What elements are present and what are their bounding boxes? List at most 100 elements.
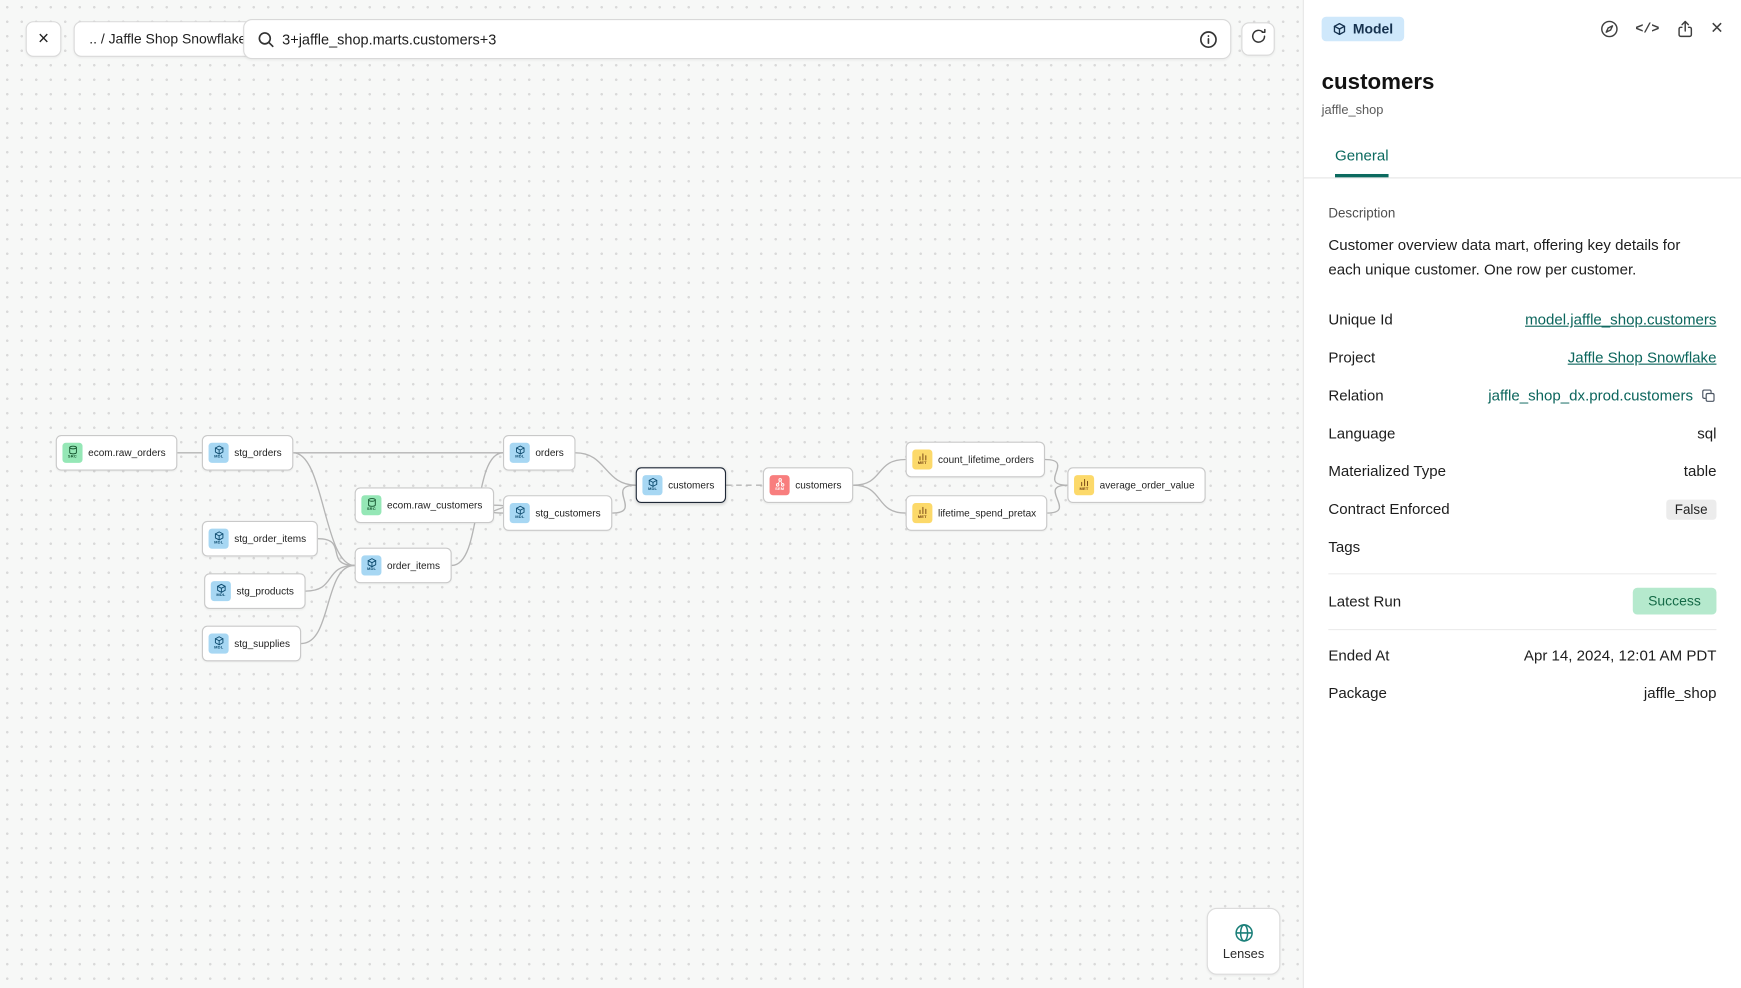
detail-row-language: Language sql: [1328, 422, 1716, 445]
source-type-icon: SRC: [361, 495, 382, 516]
refresh-icon: [1249, 27, 1268, 52]
node-label: stg_orders: [234, 447, 282, 459]
model-type-icon: MDL: [210, 581, 231, 602]
search-icon: [257, 30, 276, 55]
breadcrumb-label: .. / Jaffle Shop Snowflake: [89, 31, 247, 47]
detail-label-package: Package: [1328, 685, 1387, 702]
description-text: Customer overview data mart, offering ke…: [1328, 236, 1681, 278]
node-label: stg_supplies: [234, 637, 291, 650]
node-label: stg_order_items: [234, 533, 307, 545]
model-detail-panel: Model </> × customers jaffle_shop Genera…: [1302, 0, 1741, 988]
detail-row-tags: Tags: [1328, 536, 1716, 559]
graph-node-stg-order-items[interactable]: MDL stg_order_items: [201, 520, 318, 557]
info-icon[interactable]: [1199, 30, 1218, 55]
model-type-icon: MDL: [208, 528, 229, 549]
detail-value-language: sql: [1697, 425, 1717, 442]
model-type-icon: MDL: [361, 555, 382, 576]
tab-general[interactable]: General: [1335, 147, 1389, 178]
detail-value-contract-enforced: False: [1665, 499, 1717, 520]
detail-label-latest-run: Latest Run: [1328, 592, 1402, 610]
explore-lineage-icon[interactable]: [1600, 19, 1620, 39]
model-type-icon: MDL: [642, 475, 663, 496]
node-label: stg_customers: [535, 507, 601, 519]
detail-label-materialized-type: Materialized Type: [1328, 463, 1447, 480]
model-cube-icon: [1333, 22, 1346, 36]
breadcrumb[interactable]: .. / Jaffle Shop Snowflake: [73, 21, 262, 57]
node-label: ecom.raw_customers: [387, 499, 483, 511]
graph-node-lifetime-spend-pretax[interactable]: MET lifetime_spend_pretax: [905, 495, 1048, 531]
graph-node-stg-products[interactable]: MDL stg_products: [204, 573, 306, 609]
detail-value-project[interactable]: Jaffle Shop Snowflake: [1567, 349, 1717, 367]
lenses-button[interactable]: Lenses: [1206, 907, 1281, 975]
node-label: orders: [535, 447, 564, 459]
graph-node-customers-semantic[interactable]: SEM customers: [762, 467, 853, 504]
relation-text: jaffle_shop_dx.prod.customers: [1488, 387, 1694, 404]
detail-label-relation: Relation: [1328, 387, 1384, 404]
panel-tabs: General: [1303, 146, 1741, 179]
graph-node-stg-customers[interactable]: MDL stg_customers: [503, 495, 612, 531]
model-type-icon: MDL: [509, 442, 530, 463]
description-heading: Description: [1328, 205, 1396, 221]
resource-type-label: Model: [1352, 21, 1394, 37]
detail-value-package: jaffle_shop: [1643, 685, 1717, 702]
node-label: stg_products: [236, 585, 294, 597]
model-type-icon: MDL: [509, 503, 530, 524]
detail-row-contract-enforced: Contract Enforced False: [1328, 498, 1717, 521]
detail-row-ended-at: Ended At Apr 14, 2024, 12:01 AM PDT: [1328, 629, 1717, 667]
copy-icon[interactable]: [1701, 388, 1717, 404]
graph-node-customers-model[interactable]: MDL customers: [635, 467, 726, 504]
node-label: ecom.raw_orders: [88, 447, 166, 459]
detail-label-language: Language: [1328, 425, 1396, 442]
detail-row-unique-id: Unique Id model.jaffle_shop.customers: [1328, 308, 1716, 331]
globe-icon: [1234, 923, 1253, 942]
page-title: customers: [1321, 70, 1435, 95]
graph-node-orders[interactable]: MDL orders: [503, 434, 575, 471]
graph-node-order-items[interactable]: MDL order_items: [354, 547, 452, 584]
graph-node-ecom-raw-orders[interactable]: SRC ecom.raw_orders: [55, 434, 177, 471]
detail-row-project: Project Jaffle Shop Snowflake: [1328, 346, 1716, 369]
model-type-icon: MDL: [208, 442, 229, 463]
close-lineage-button[interactable]: ×: [25, 21, 62, 57]
source-type-icon: SRC: [62, 442, 83, 463]
lineage-search: [243, 18, 1232, 60]
package-subtitle: jaffle_shop: [1321, 103, 1384, 118]
detail-label-project: Project: [1328, 349, 1376, 367]
detail-value-unique-id[interactable]: model.jaffle_shop.customers: [1525, 311, 1717, 329]
share-icon[interactable]: [1675, 19, 1695, 39]
close-icon: ×: [37, 27, 50, 50]
close-panel-button[interactable]: ×: [1710, 16, 1724, 41]
search-input[interactable]: [244, 30, 1231, 48]
detail-label-contract-enforced: Contract Enforced: [1328, 500, 1450, 518]
metric-type-icon: MET: [1074, 475, 1095, 496]
detail-label-ended-at: Ended At: [1328, 647, 1390, 664]
detail-row-materialized-type: Materialized Type table: [1328, 460, 1716, 483]
metric-type-icon: MET: [912, 449, 933, 470]
graph-node-stg-supplies[interactable]: MDL stg_supplies: [201, 625, 302, 662]
detail-row-relation: Relation jaffle_shop_dx.prod.customers: [1328, 384, 1716, 407]
semantic-model-type-icon: SEM: [769, 475, 790, 496]
graph-node-stg-orders[interactable]: MDL stg_orders: [201, 434, 293, 471]
node-label: customers: [795, 479, 842, 491]
node-label: customers: [668, 479, 715, 491]
graph-node-ecom-raw-customers[interactable]: SRC ecom.raw_customers: [354, 487, 494, 524]
node-label: lifetime_spend_pretax: [937, 507, 1037, 519]
model-type-icon: MDL: [208, 633, 229, 654]
code-icon[interactable]: </>: [1635, 21, 1660, 37]
detail-label-tags: Tags: [1328, 538, 1361, 556]
lineage-edges: [177, 452, 1068, 645]
refresh-button[interactable]: [1241, 22, 1275, 56]
detail-value-ended-at: Apr 14, 2024, 12:01 AM PDT: [1523, 647, 1717, 664]
resource-type-badge: Model: [1321, 16, 1405, 42]
detail-label-unique-id: Unique Id: [1328, 311, 1393, 329]
metric-type-icon: MET: [912, 503, 933, 524]
detail-value-materialized-type: table: [1683, 463, 1717, 480]
node-label: order_items: [387, 559, 441, 572]
detail-row-package: Package jaffle_shop: [1328, 682, 1716, 705]
